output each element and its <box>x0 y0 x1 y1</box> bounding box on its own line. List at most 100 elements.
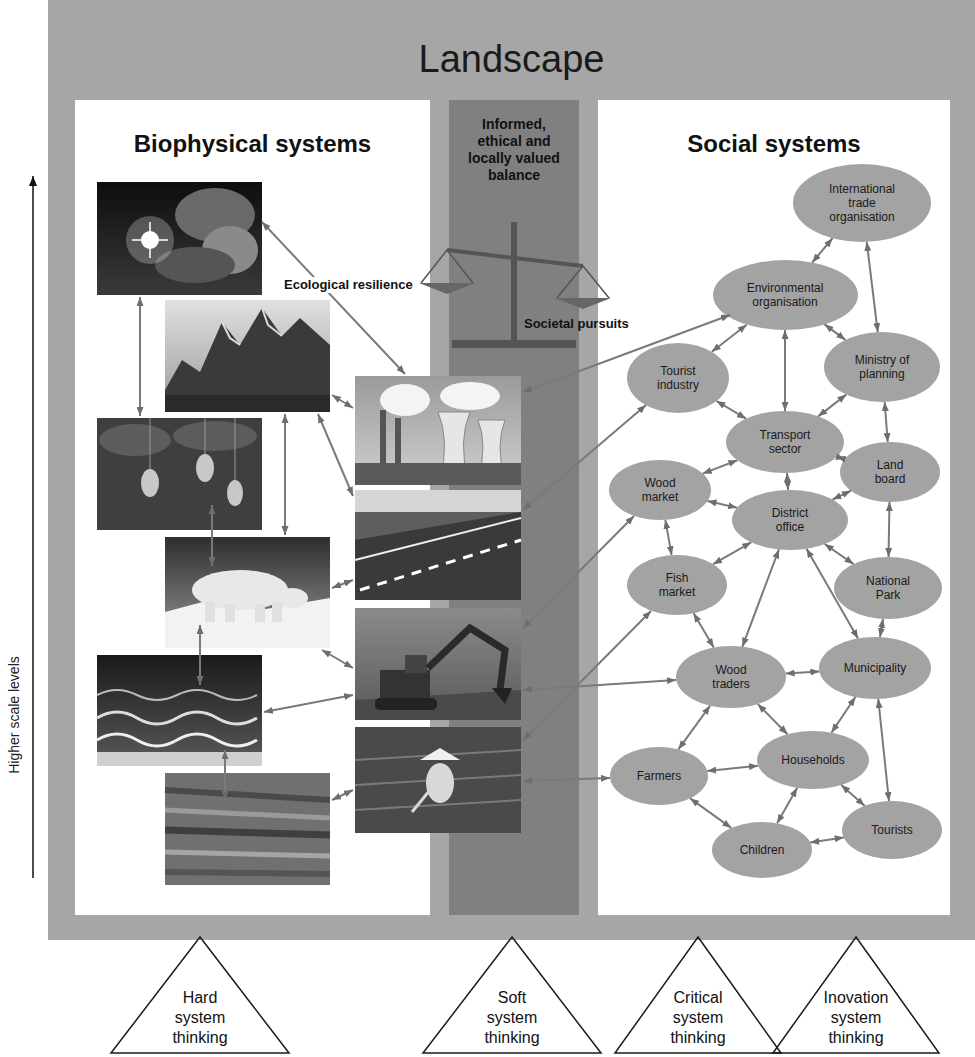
ellipse-shape <box>793 164 931 242</box>
ellipse-shape <box>726 411 844 473</box>
baobab-fruit-photo <box>99 424 171 456</box>
connector-arrow <box>787 473 788 490</box>
triangle-label: Inovation system thinking <box>819 988 893 1048</box>
ellipse-shape <box>732 490 848 550</box>
photo-link-arrow <box>332 790 353 800</box>
connector-arrow <box>841 785 864 806</box>
balance-scale <box>557 266 583 298</box>
balance-scale <box>447 250 473 283</box>
thinking-triangle: Soft system thinking <box>422 936 602 1054</box>
actor-ellipse: Wood traders <box>676 646 786 708</box>
node-label: Land board <box>868 458 912 486</box>
connector-arrow <box>810 837 843 842</box>
node-label: District office <box>765 506 815 534</box>
triangle-label: Soft system thinking <box>475 988 549 1048</box>
node-label: Ministry of planning <box>849 353 915 381</box>
connector-arrow <box>818 395 846 417</box>
balance-scale <box>447 250 583 266</box>
excavator-photo <box>380 670 430 698</box>
photo-link-arrow <box>264 695 353 712</box>
sea-waves-photo <box>97 655 262 766</box>
baobab-fruit-photo <box>173 421 257 451</box>
balance-scale <box>583 266 609 298</box>
road-photo <box>355 512 521 600</box>
ellipse-shape <box>824 332 940 402</box>
excavator-photo <box>355 608 521 720</box>
power-plant-photo <box>355 376 521 485</box>
sea-waves-photo <box>97 712 257 724</box>
thinking-triangle: Hard system thinking <box>110 936 290 1054</box>
road-photo <box>355 490 521 512</box>
connector-arrow <box>880 619 883 637</box>
system-panel: Social systemsInternational trade organi… <box>598 100 950 915</box>
baobab-fruit-photo <box>196 454 214 482</box>
node-label: National Park <box>861 574 915 602</box>
road-photo <box>355 490 521 600</box>
power-plant-photo <box>380 410 386 465</box>
band-title: Informed, ethical and locally valued bal… <box>458 116 570 184</box>
node-label: International trade organisation <box>822 182 902 224</box>
balance-scale <box>421 250 447 283</box>
sea-waves-photo <box>97 655 262 766</box>
ellipse-shape <box>842 801 942 859</box>
sun-cloud-photo <box>132 239 168 241</box>
connector-arrow <box>878 699 889 801</box>
connector-arrow <box>825 544 854 564</box>
baobab-fruit-photo <box>141 469 159 497</box>
photo-link-arrow <box>318 414 353 496</box>
connector-arrow <box>694 613 714 647</box>
actor-ellipse: Wood market <box>609 460 711 520</box>
excavator-photo <box>355 690 521 720</box>
connector-arrow <box>833 491 851 500</box>
balance-scale <box>419 222 611 348</box>
node-label: Wood market <box>636 476 684 504</box>
thinking-triangle: Inovation system thinking <box>772 936 940 1054</box>
actor-ellipse: Environmental organisation <box>713 260 858 330</box>
connector-arrow <box>837 457 845 459</box>
excavator-photo <box>375 698 437 710</box>
mountain-photo <box>165 300 330 412</box>
ellipse-shape <box>713 260 858 330</box>
axis-label: Higher scale levels <box>6 656 22 774</box>
actor-ellipse: Fish market <box>627 555 727 615</box>
connector-arrow <box>777 788 797 823</box>
mountain-photo <box>165 395 330 412</box>
baobab-fruit-photo <box>97 418 262 530</box>
sea-waves-photo <box>97 752 262 766</box>
mountain-photo <box>222 322 240 345</box>
connector-arrow <box>716 401 746 419</box>
connector-arrow <box>707 766 758 771</box>
baobab-fruit-photo <box>97 418 262 530</box>
excavator-photo <box>355 608 521 720</box>
scale-label: Ecological resilience <box>281 277 416 293</box>
sun-cloud-photo <box>97 182 262 295</box>
power-plant-photo <box>355 376 521 485</box>
excavator-photo <box>492 688 512 704</box>
polar-bear-photo <box>165 537 330 648</box>
actor-ellipse: International trade organisation <box>793 164 931 242</box>
connector-arrow <box>712 325 747 352</box>
connector-arrow <box>885 402 888 442</box>
polar-bear-photo <box>272 602 282 622</box>
connector-arrow <box>690 798 731 828</box>
sun-cloud-photo <box>126 216 174 264</box>
triangle-label: Critical system thinking <box>661 988 735 1048</box>
photo-link-arrow <box>523 516 634 628</box>
photo-link-arrow <box>262 222 405 374</box>
thinking-triangle: Critical system thinking <box>614 936 782 1054</box>
connector-arrow <box>713 542 751 564</box>
road-photo <box>360 540 521 590</box>
node-label: Households <box>781 753 844 767</box>
connector-arrow <box>825 324 846 340</box>
photo-link-arrow <box>140 222 730 800</box>
photo-link-arrow <box>523 315 730 392</box>
balance-scale <box>511 222 517 344</box>
actor-ellipse: Tourists <box>842 801 942 859</box>
node-label: Municipality <box>844 661 907 675</box>
excavator-photo <box>428 628 505 690</box>
photo-link-arrow <box>139 297 141 416</box>
rice-farmer-photo <box>355 727 521 833</box>
rock-strata-photo <box>165 852 330 856</box>
rock-strata-photo <box>165 790 330 800</box>
node-label: Environmental organisation <box>740 281 830 309</box>
